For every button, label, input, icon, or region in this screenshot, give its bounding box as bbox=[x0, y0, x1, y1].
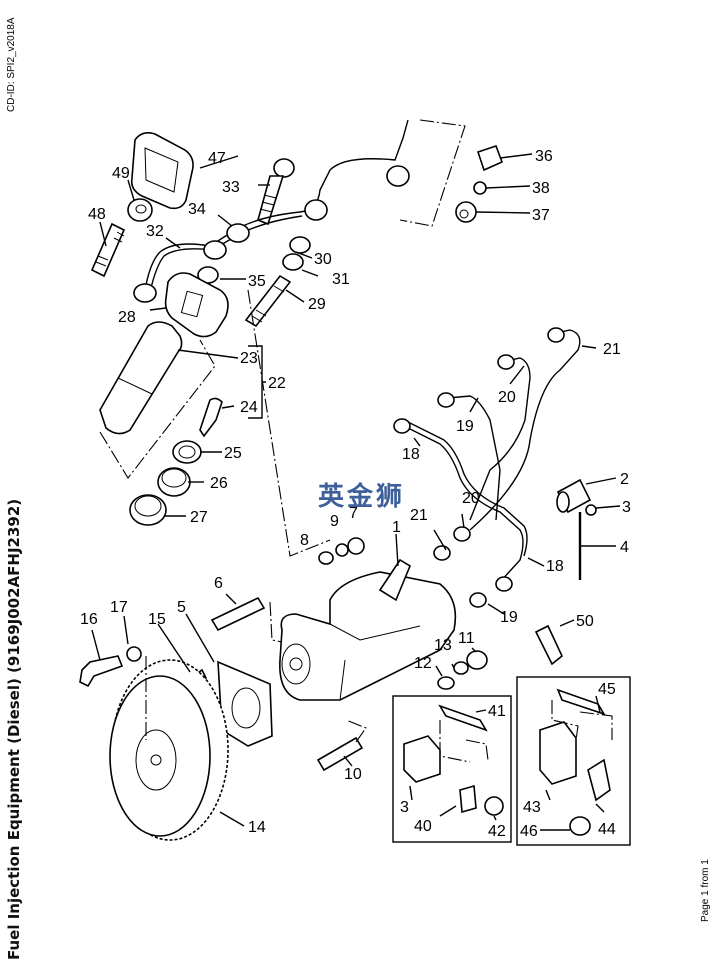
callout-4: 4 bbox=[620, 539, 629, 556]
leak-off-pipe-32 bbox=[133, 119, 410, 303]
callout-5: 5 bbox=[177, 599, 186, 616]
callout-19-bottom: 19 bbox=[500, 609, 518, 626]
callout-18-bottom: 18 bbox=[546, 558, 564, 575]
callout-10: 10 bbox=[344, 766, 362, 783]
callout-24: 24 bbox=[240, 399, 258, 416]
callout-labels: 47 49 48 33 34 32 35 30 31 29 28 23 22 2… bbox=[80, 148, 631, 840]
inset-box-right bbox=[516, 676, 631, 846]
callout-7: 7 bbox=[349, 505, 358, 522]
callout-13: 13 bbox=[434, 637, 452, 654]
callout-37: 37 bbox=[532, 207, 550, 224]
callout-9: 9 bbox=[330, 513, 339, 530]
olive-38 bbox=[473, 181, 487, 195]
callout-21-top: 21 bbox=[603, 341, 621, 358]
callout-14: 14 bbox=[248, 819, 266, 836]
callout-33: 33 bbox=[222, 179, 240, 196]
callout-43: 43 bbox=[523, 799, 541, 816]
sleeve-26 bbox=[157, 467, 191, 497]
inset-box-left bbox=[392, 695, 512, 843]
callout-15: 15 bbox=[148, 611, 166, 628]
callout-23: 23 bbox=[240, 350, 258, 367]
callout-34: 34 bbox=[188, 201, 206, 218]
sleeve-27 bbox=[129, 494, 167, 526]
callout-2: 2 bbox=[620, 471, 629, 488]
callout-11: 11 bbox=[458, 630, 475, 647]
callout-20-top: 20 bbox=[498, 389, 516, 406]
callout-22: 22 bbox=[268, 375, 286, 392]
sensor-50 bbox=[534, 624, 563, 666]
callout-28: 28 bbox=[118, 309, 136, 326]
nut-49 bbox=[127, 198, 153, 222]
callout-42: 42 bbox=[488, 823, 506, 840]
sleeve-2 bbox=[556, 478, 592, 514]
callout-47: 47 bbox=[208, 150, 226, 167]
stud-6 bbox=[210, 596, 266, 632]
bracket-47 bbox=[130, 132, 194, 210]
callout-38: 38 bbox=[532, 180, 550, 197]
lockwasher-17 bbox=[126, 646, 142, 662]
stud-48 bbox=[90, 222, 126, 278]
callout-6: 6 bbox=[214, 575, 223, 592]
callout-40: 40 bbox=[414, 818, 432, 835]
callout-25: 25 bbox=[224, 445, 242, 462]
callout-19-top: 19 bbox=[456, 418, 474, 435]
callout-3-top: 3 bbox=[622, 499, 631, 516]
nut-7 bbox=[347, 537, 365, 555]
injector-22 bbox=[99, 321, 183, 435]
callout-1: 1 bbox=[392, 519, 401, 536]
callout-48: 48 bbox=[88, 206, 106, 223]
callout-31: 31 bbox=[332, 271, 350, 288]
bolt-16 bbox=[79, 655, 124, 688]
watermark: 英金狮 bbox=[318, 482, 406, 512]
washer-25 bbox=[172, 440, 202, 464]
washer-8 bbox=[318, 551, 334, 565]
callout-45: 45 bbox=[598, 681, 616, 698]
callout-8: 8 bbox=[300, 532, 309, 549]
gear-14 bbox=[109, 659, 229, 841]
callout-16: 16 bbox=[80, 611, 98, 628]
washer-12 bbox=[437, 676, 455, 690]
clamp-plate-28 bbox=[164, 272, 229, 338]
nozzle-24 bbox=[199, 397, 223, 438]
callout-29: 29 bbox=[308, 296, 326, 313]
hp-pipes bbox=[393, 327, 581, 608]
callout-50: 50 bbox=[576, 613, 594, 630]
callout-44: 44 bbox=[598, 821, 616, 838]
stud-10 bbox=[316, 736, 364, 772]
injection-pump-1 bbox=[279, 558, 457, 701]
washers-30-31-35 bbox=[197, 236, 311, 284]
leader-lines bbox=[91, 153, 621, 831]
washer-9 bbox=[335, 543, 349, 557]
washer-13 bbox=[453, 661, 469, 675]
callout-41: 41 bbox=[488, 703, 506, 720]
stud-29 bbox=[244, 274, 292, 328]
callout-49: 49 bbox=[112, 165, 130, 182]
callout-17: 17 bbox=[110, 599, 128, 616]
callout-18-top: 18 bbox=[402, 446, 420, 463]
callout-3-inset: 3 bbox=[400, 799, 409, 816]
callout-20-bottom: 20 bbox=[462, 490, 480, 507]
callout-35: 35 bbox=[248, 273, 266, 290]
callout-12: 12 bbox=[414, 655, 432, 672]
nut-11 bbox=[466, 650, 488, 670]
callout-27: 27 bbox=[190, 509, 208, 526]
callout-30: 30 bbox=[314, 251, 332, 268]
nut-37 bbox=[455, 201, 477, 223]
callout-36: 36 bbox=[535, 148, 553, 165]
banjo-bolt-33 bbox=[257, 158, 295, 226]
callout-21-bottom: 21 bbox=[410, 507, 428, 524]
callout-32: 32 bbox=[146, 223, 164, 240]
union-36 bbox=[476, 144, 504, 172]
ball-3 bbox=[585, 504, 597, 516]
callout-26: 26 bbox=[210, 475, 228, 492]
callout-46: 46 bbox=[520, 823, 538, 840]
